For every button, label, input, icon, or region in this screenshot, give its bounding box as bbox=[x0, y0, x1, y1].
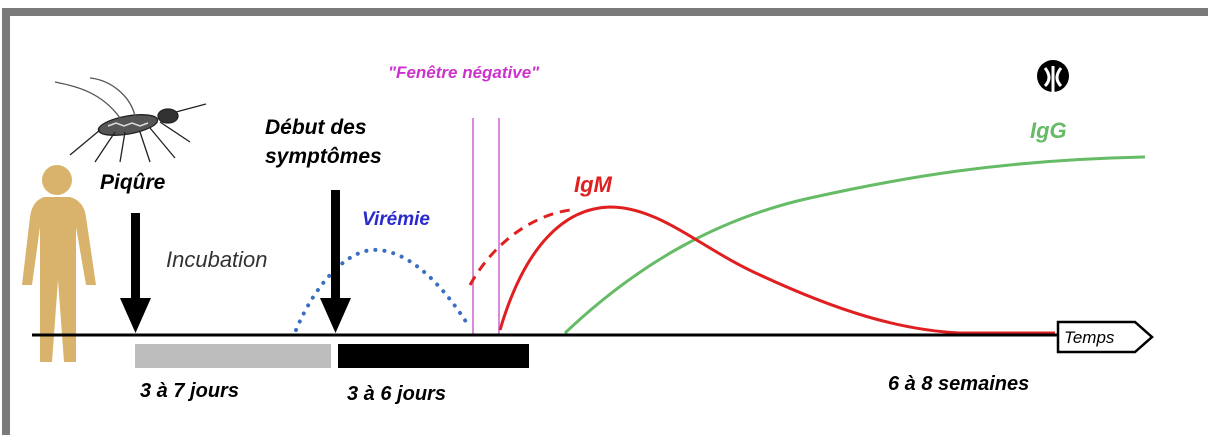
time-arrow-icon bbox=[1056, 320, 1154, 354]
incubation-duration-label: 3 à 7 jours bbox=[140, 380, 239, 402]
viremia-duration-label: 3 à 6 jours bbox=[347, 383, 446, 405]
logo-icon bbox=[1037, 60, 1069, 92]
bite-label: Piqûre bbox=[100, 171, 166, 194]
top-frame-border bbox=[2, 8, 1208, 16]
igg-label: IgG bbox=[1030, 118, 1067, 143]
symptom-onset-label-line1: Début des bbox=[265, 116, 367, 139]
viremia-bar bbox=[338, 344, 529, 368]
incubation-label: Incubation bbox=[166, 247, 268, 272]
time-label: Temps bbox=[1064, 328, 1115, 347]
igm-curve-dashed bbox=[468, 208, 571, 286]
igm-label: IgM bbox=[574, 172, 613, 197]
viremia-label: Virémie bbox=[362, 209, 430, 230]
antibody-duration-label: 6 à 8 semaines bbox=[888, 373, 1029, 395]
window-negative-label: "Fenêtre négative" bbox=[388, 63, 540, 82]
viremia-curve bbox=[294, 247, 472, 332]
bite-arrow-icon bbox=[120, 213, 151, 333]
left-frame-border bbox=[2, 8, 10, 435]
incubation-bar bbox=[135, 344, 331, 368]
igm-curve bbox=[498, 205, 1055, 335]
human-silhouette-icon bbox=[22, 165, 96, 362]
igg-curve bbox=[563, 155, 1146, 335]
mosquito-icon bbox=[54, 77, 207, 163]
symptom-onset-arrow-icon bbox=[320, 190, 351, 333]
symptom-onset-label-line2: symptômes bbox=[265, 145, 382, 168]
